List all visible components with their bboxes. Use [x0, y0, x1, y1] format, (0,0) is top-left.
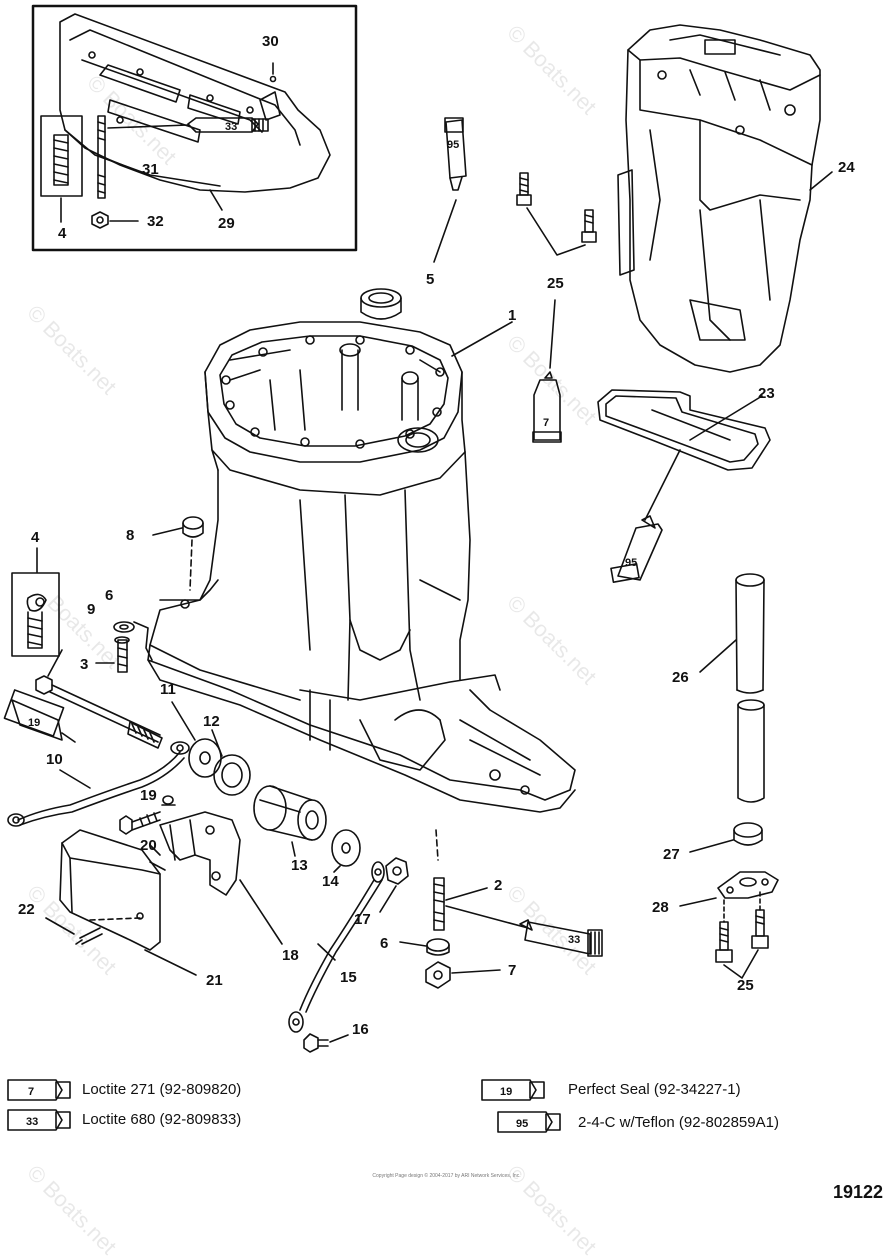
sealant-tube-95-top — [444, 117, 467, 191]
callout-4: 4 — [31, 529, 40, 546]
callout-31: 31 — [142, 161, 159, 178]
tube-number-33-bottom: 33 — [568, 934, 581, 946]
callout-5: 5 — [426, 271, 435, 288]
legend-code-7: 7 — [28, 1086, 35, 1098]
callout-13: 13 — [291, 857, 308, 874]
callout-18: 18 — [282, 947, 299, 964]
copyright-notice: Copyright Page design © 2004-2017 by ARI… — [372, 1173, 521, 1179]
callout-28: 28 — [652, 899, 669, 916]
tube-number-7-mid: 7 — [543, 417, 550, 429]
cover-21 — [59, 829, 161, 951]
ground-cable-10 — [7, 741, 190, 827]
callout-24: 24 — [838, 159, 855, 176]
legend-tubes — [7, 1079, 561, 1133]
seal-27 — [733, 822, 763, 846]
water-tube-26 — [735, 573, 765, 803]
legend-code-33: 33 — [26, 1116, 39, 1128]
figure-number: 19122 — [833, 1182, 884, 1202]
callout-23: 23 — [758, 385, 775, 402]
callout-12: 12 — [203, 713, 220, 730]
callout-15: 15 — [340, 969, 357, 986]
exploded-parts-diagram — [3, 4, 833, 1133]
ground-cable-15 — [288, 861, 385, 1033]
callout-20: 20 — [140, 837, 157, 854]
callout-25-top: 25 — [547, 275, 564, 292]
legend-text-loctite-271: Loctite 271 (92-809820) — [82, 1081, 242, 1098]
callout-19: 19 — [140, 787, 157, 804]
long-bolt — [35, 675, 163, 749]
tube-number-33-inset: 33 — [225, 121, 238, 133]
callout-21: 21 — [206, 972, 223, 989]
callout-3: 3 — [80, 656, 89, 673]
callout-27: 27 — [663, 846, 680, 863]
callout-14: 14 — [322, 873, 339, 890]
legend-text-perfect-seal: Perfect Seal (92-34227-1) — [568, 1081, 741, 1098]
driveshaft-housing — [147, 321, 576, 813]
screws-25-top — [516, 172, 597, 243]
callout-11: 11 — [160, 681, 176, 698]
callout-6: 6 — [105, 587, 114, 604]
callout-2: 2 — [494, 877, 503, 894]
drive-shaft-housing-extension — [617, 24, 821, 373]
water-tube-bracket-28 — [717, 871, 779, 899]
callout-16: 16 — [352, 1021, 369, 1038]
plug-8 — [182, 516, 204, 538]
callout-29: 29 — [218, 215, 235, 232]
tube-number-19-left: 19 — [28, 717, 41, 729]
sealant-tube-19-left — [3, 689, 76, 743]
sealant-tube-33-inset — [187, 117, 269, 133]
sealant-tube-7-mid — [532, 371, 562, 443]
legend-text-2-4-c: 2-4-C w/Teflon (92-802859A1) — [578, 1114, 779, 1131]
callout-25-bottom: 25 — [737, 977, 754, 994]
callout-32: 32 — [147, 213, 164, 230]
clamp-18 — [149, 811, 241, 896]
callout-10: 10 — [46, 751, 63, 768]
callout-17: 17 — [354, 911, 371, 928]
screws-25-bottom — [715, 909, 769, 963]
callout-26: 26 — [672, 669, 689, 686]
callout-6-bottom: 6 — [380, 935, 389, 952]
callout-1: 1 — [508, 307, 517, 324]
adapter-plate-inset — [59, 13, 331, 193]
legend-code-19: 19 — [500, 1086, 513, 1098]
tube-number-95-top: 95 — [447, 139, 460, 151]
legend-text-loctite-680: Loctite 680 (92-809833) — [82, 1111, 242, 1128]
gasket-23 — [597, 389, 771, 471]
legend-code-95: 95 — [516, 1118, 529, 1130]
callout-9: 9 — [87, 601, 96, 618]
seal-5 — [360, 288, 402, 320]
tube-number-95-right: 95 — [625, 557, 638, 569]
callout-7-bottom: 7 — [508, 962, 517, 979]
callout-8: 8 — [126, 527, 135, 544]
callout-30: 30 — [262, 33, 279, 50]
callout-22: 22 — [18, 901, 35, 918]
inset-frame — [31, 4, 358, 252]
sealant-tube-95-right — [610, 515, 663, 583]
callout-4-inset: 4 — [58, 225, 67, 242]
mount-13 — [253, 785, 327, 841]
